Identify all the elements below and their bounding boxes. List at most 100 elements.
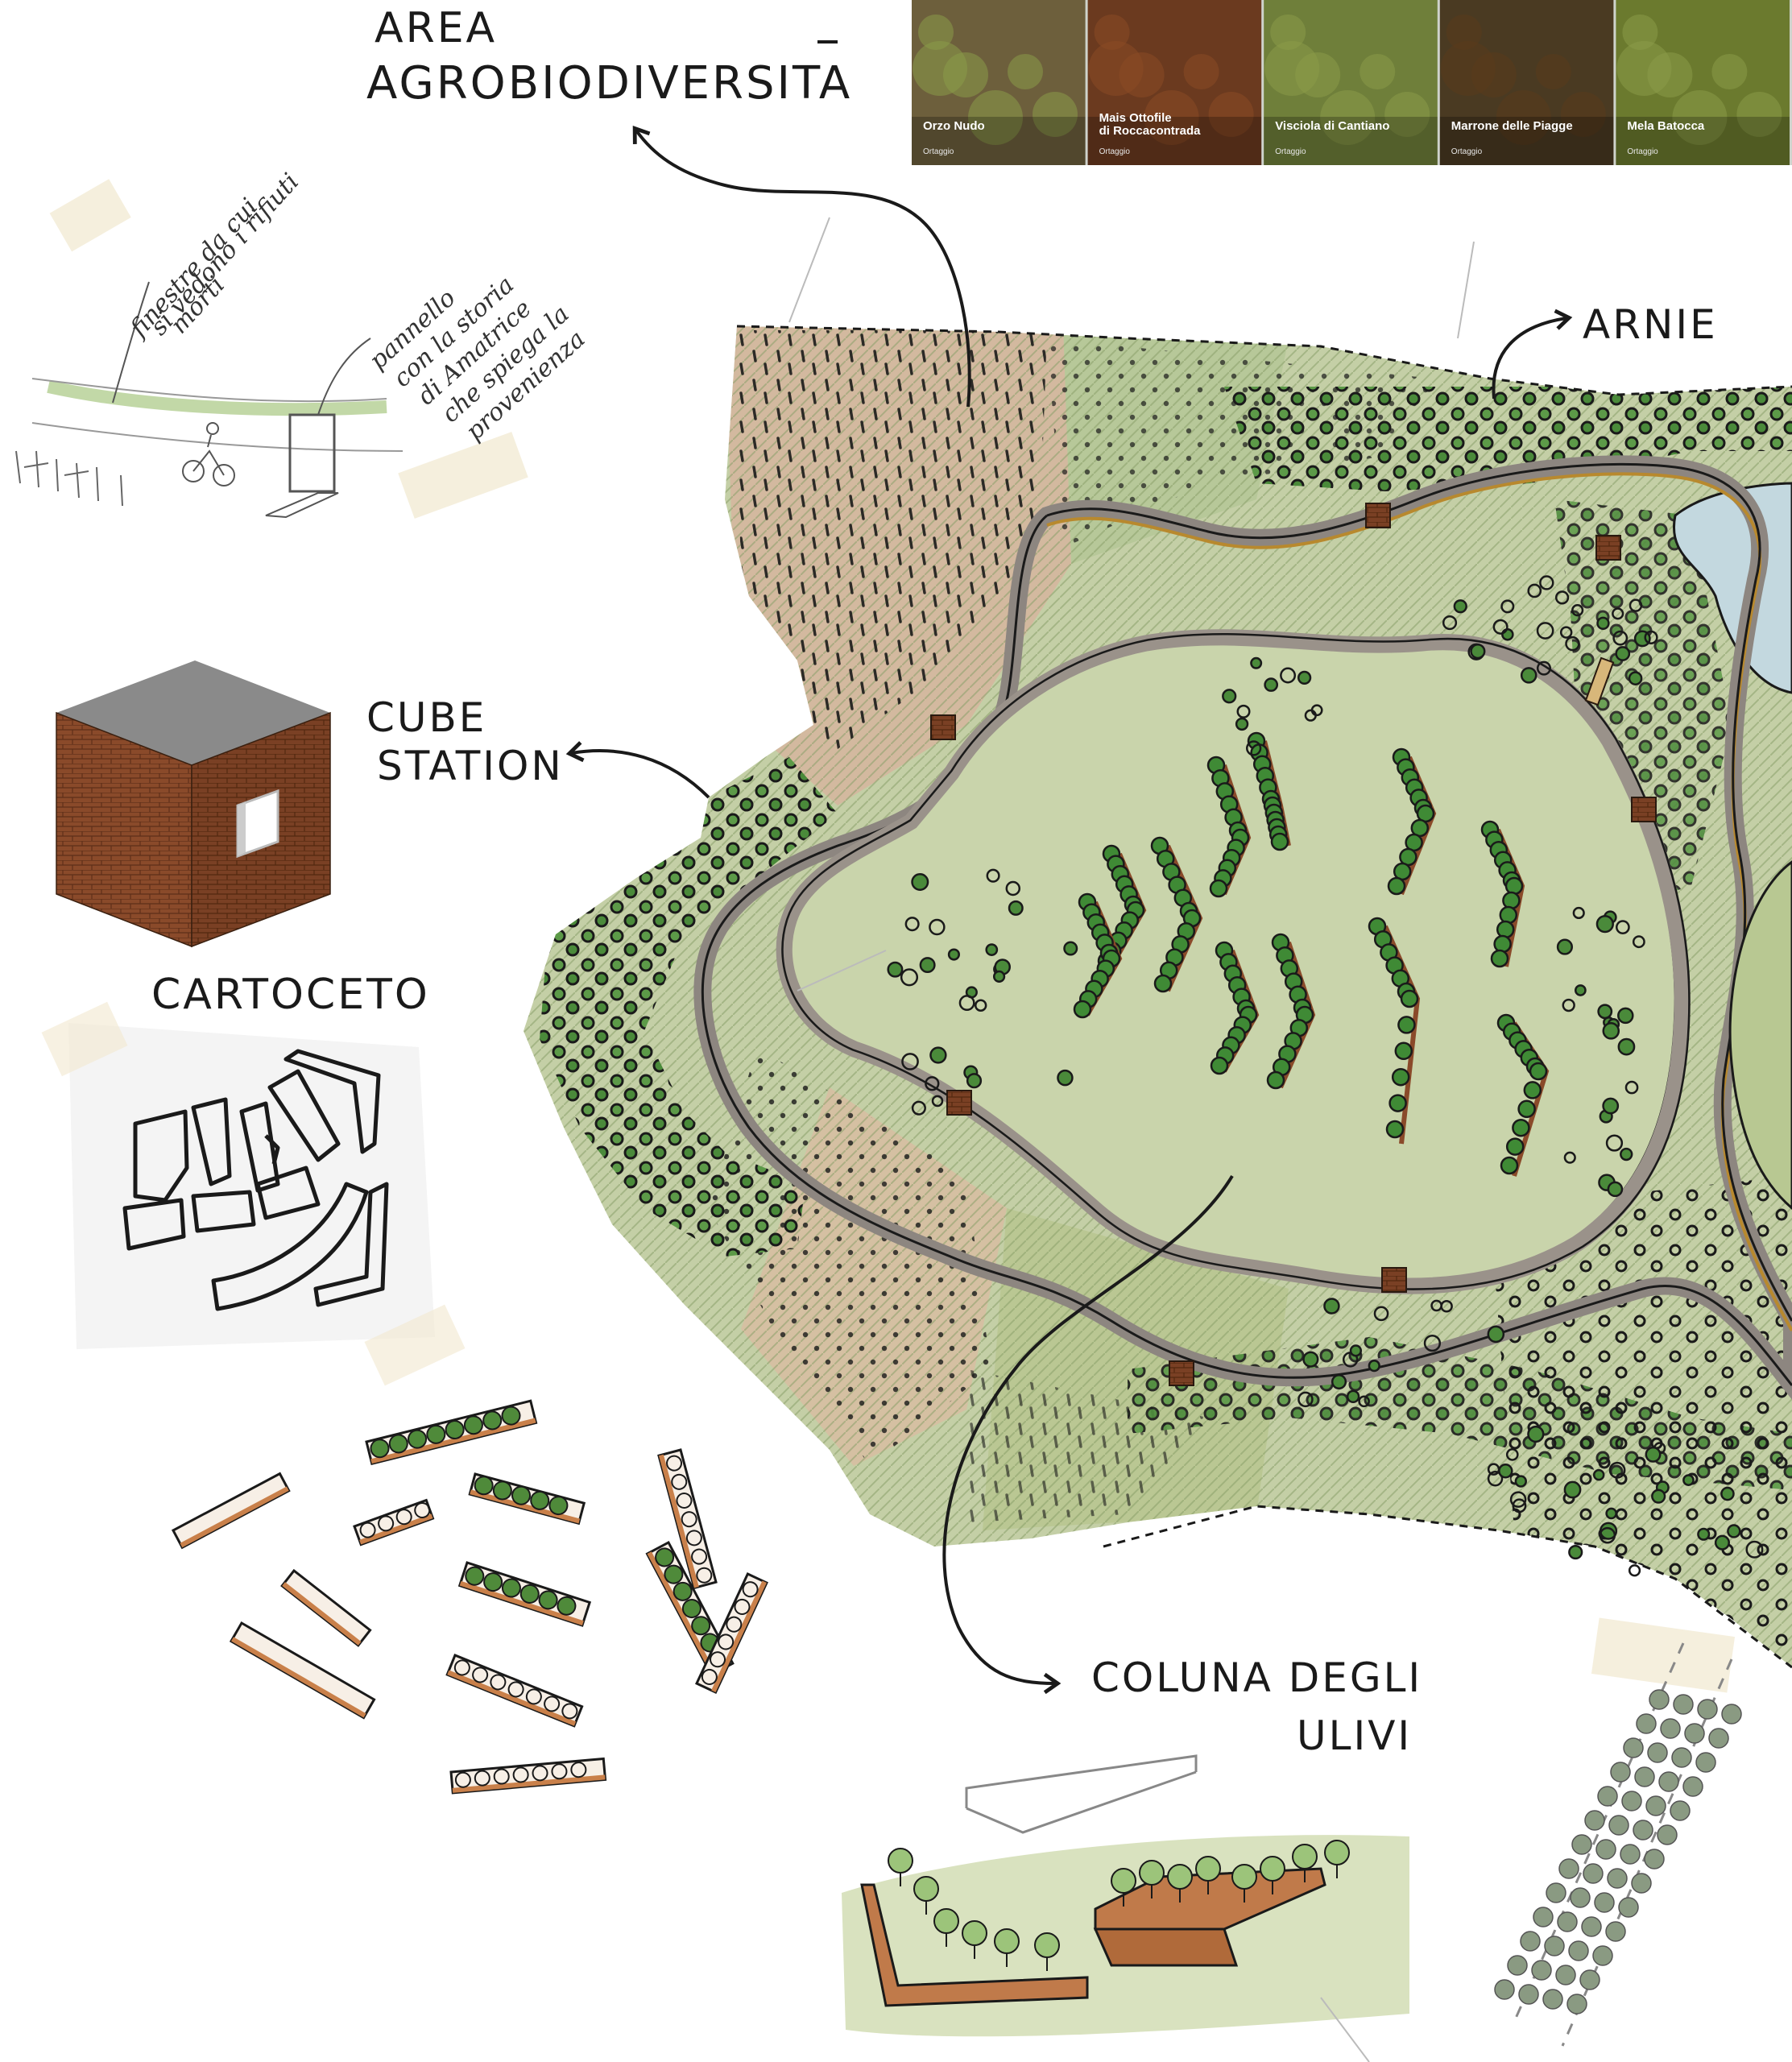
- arrow-to-arnie: [1492, 308, 1573, 400]
- olive-tree: [1139, 1860, 1165, 1898]
- small-tree: [929, 918, 946, 936]
- small-tree: [1264, 677, 1279, 692]
- small-tree: [1554, 590, 1570, 605]
- row-tree: [1518, 1984, 1539, 2005]
- olive-tree: [1512, 1118, 1530, 1137]
- olive-tree: [1490, 949, 1509, 968]
- small-tree: [887, 961, 904, 978]
- row-tree: [1542, 1989, 1563, 2010]
- olive-tree: [994, 1928, 1020, 1967]
- small-tree: [974, 999, 987, 1012]
- row-tree: [1494, 1979, 1515, 2000]
- small-tree: [1562, 998, 1575, 1012]
- small-tree: [1368, 1360, 1380, 1373]
- variety-name: Marrone delle Piagge: [1451, 119, 1573, 133]
- small-tree: [931, 1095, 944, 1108]
- row-tree: [1684, 1723, 1705, 1744]
- small-tree: [1608, 1461, 1626, 1479]
- olive-tree: [1504, 876, 1524, 896]
- row-tree: [1621, 1791, 1642, 1811]
- inner-path: [776, 629, 1691, 1294]
- small-tree: [1509, 1491, 1527, 1508]
- small-tree: [1302, 1351, 1319, 1368]
- olive-tree: [1266, 1070, 1285, 1090]
- label-arnie: ARNIE: [1583, 301, 1718, 348]
- small-tree: [1442, 615, 1458, 631]
- small-tree: [1346, 1389, 1360, 1404]
- olive-tree: [1210, 1056, 1229, 1075]
- variety-category: Ortaggio: [1099, 147, 1131, 156]
- small-tree: [1602, 1022, 1620, 1040]
- arrow-to-agrobiodiversita: [632, 125, 971, 408]
- row-tree: [1581, 1916, 1602, 1937]
- small-tree: [1005, 880, 1021, 896]
- small-tree: [1720, 1486, 1735, 1501]
- small-tree: [1501, 628, 1514, 641]
- olive-tree: [1111, 1868, 1136, 1907]
- row-tree: [1570, 1887, 1591, 1908]
- olive-tree: [1394, 1041, 1413, 1061]
- row-tree: [1520, 1931, 1541, 1952]
- small-tree: [1358, 1395, 1370, 1408]
- small-tree: [1632, 935, 1645, 949]
- olive-tree: [913, 1876, 939, 1915]
- label-coluna-degli-ulivi: COLUNA DEGLI ULIVI: [1091, 1654, 1420, 1759]
- small-tree: [1727, 1524, 1741, 1538]
- olive-tree: [1499, 905, 1518, 925]
- small-tree: [1617, 1037, 1636, 1056]
- small-tree: [929, 1046, 947, 1064]
- small-tree: [1572, 906, 1585, 920]
- row-tree: [1610, 1762, 1631, 1783]
- row-tree: [1584, 1810, 1605, 1831]
- small-tree: [1714, 1534, 1730, 1551]
- row-tree: [1595, 1839, 1616, 1860]
- note-line: si vedono i rifiuti: [145, 168, 304, 342]
- variety-name: Mela Batocca: [1627, 119, 1705, 133]
- olive-tree: [1153, 974, 1173, 993]
- row-tree: [1671, 1747, 1692, 1768]
- beehive-markers: [930, 503, 1657, 1386]
- small-tree: [1605, 1507, 1617, 1520]
- row-tree: [1647, 1742, 1668, 1763]
- scattered-trees: [887, 575, 1764, 1577]
- small-tree: [1556, 938, 1574, 955]
- small-tree: [1453, 599, 1467, 614]
- arrow-to-coluna: [942, 1174, 1234, 1695]
- small-tree: [1280, 667, 1297, 684]
- small-tree: [1605, 1134, 1624, 1152]
- small-tree: [1498, 1463, 1513, 1479]
- svg-text:CUBE: CUBE: [366, 694, 486, 741]
- planter-box: [695, 1572, 768, 1694]
- small-tree: [1682, 1474, 1695, 1486]
- row-tree: [1649, 1689, 1670, 1710]
- arrow-to-cube-station: [565, 741, 710, 799]
- planter-box: [468, 1472, 586, 1526]
- olive-tree: [1209, 879, 1228, 898]
- variety-name: Mais Ottofile: [1099, 111, 1172, 125]
- olive-tree: [888, 1848, 913, 1886]
- small-tree: [1236, 704, 1251, 718]
- small-tree: [1527, 583, 1542, 598]
- small-tree: [1536, 660, 1551, 676]
- small-tree: [986, 868, 1000, 883]
- small-tree: [1297, 1391, 1314, 1408]
- olive-tree: [1073, 1000, 1092, 1019]
- small-tree: [1563, 1480, 1582, 1499]
- row-tree: [1658, 1771, 1679, 1792]
- svg-text:ARNIE: ARNIE: [1583, 301, 1718, 348]
- small-tree: [1563, 1151, 1576, 1164]
- cube-station-illustration: [56, 660, 331, 948]
- small-tree: [901, 1053, 919, 1070]
- olive-tree: [933, 1908, 959, 1947]
- olive-tree-rows: [1073, 731, 1550, 1177]
- variety-name: Orzo Nudo: [923, 119, 985, 133]
- small-tree: [1514, 1475, 1527, 1488]
- small-tree: [904, 917, 920, 932]
- small-tree: [1595, 915, 1614, 934]
- row-tree: [1607, 1868, 1628, 1889]
- row-tree: [1594, 1892, 1615, 1913]
- small-tree: [925, 1076, 940, 1091]
